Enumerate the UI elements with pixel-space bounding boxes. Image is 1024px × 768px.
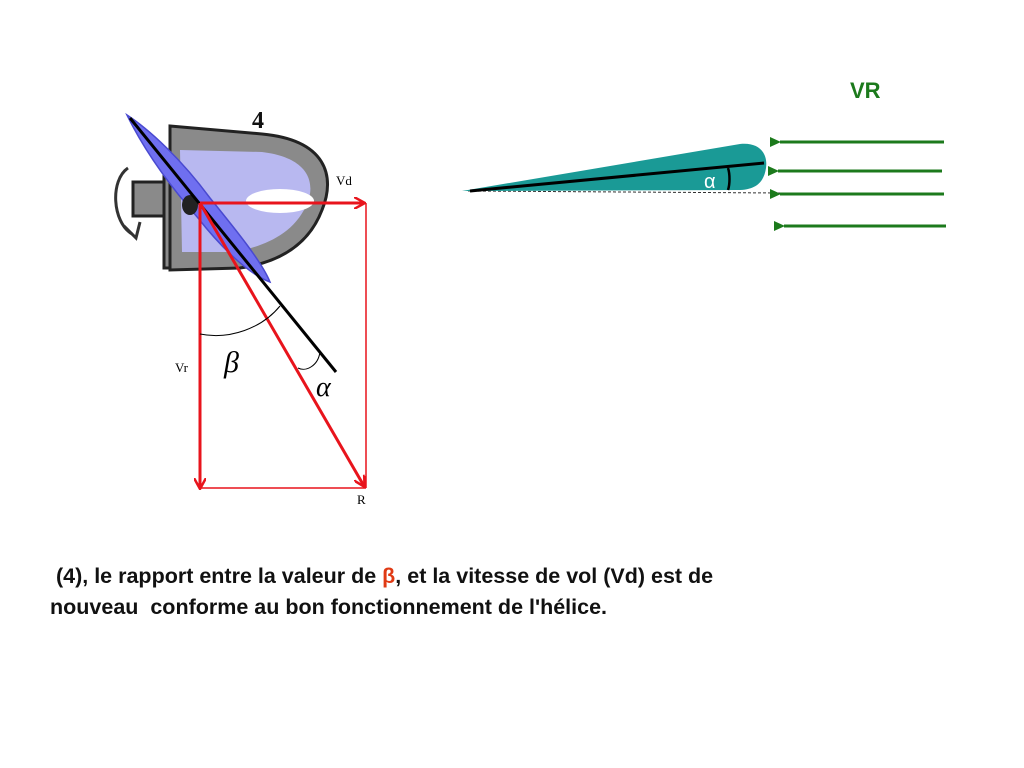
- alpha-profile-arc: [726, 167, 731, 191]
- figure-number: 4: [252, 108, 264, 134]
- caption-part1: (4), le rapport entre la valeur de: [50, 564, 383, 588]
- airfoil-shape: [462, 143, 767, 191]
- relative-wind-arrows: [768, 137, 946, 231]
- label-vd: Vd: [336, 173, 352, 188]
- propeller-diagram: 4 Vd Vr R β α α: [114, 78, 946, 507]
- caption-text: (4), le rapport entre la valeur de β, et…: [50, 561, 930, 623]
- r-vector: [198, 202, 364, 486]
- label-alpha-profile: α: [704, 171, 716, 193]
- velocity-triangle: [198, 202, 367, 488]
- label-alpha-left: α: [316, 372, 332, 403]
- caption-part2: , et la vitesse de vol (Vd) est de nouve…: [50, 564, 714, 619]
- caption-beta: β: [382, 564, 396, 588]
- rotation-arrow-icon: [114, 166, 133, 236]
- zero-lift-dashed-line: [467, 190, 781, 194]
- airfoil-chord-line: [469, 161, 765, 193]
- blade-chord-line: [128, 117, 338, 373]
- label-r: R: [357, 492, 366, 507]
- label-vr-flow: VR: [850, 78, 881, 103]
- alpha-arc: [297, 351, 321, 370]
- airfoil-profile: α: [462, 143, 781, 194]
- label-vr: Vr: [175, 360, 189, 375]
- label-beta: β: [223, 346, 239, 379]
- spinner-highlight: [246, 189, 314, 213]
- beta-arc: [199, 305, 281, 337]
